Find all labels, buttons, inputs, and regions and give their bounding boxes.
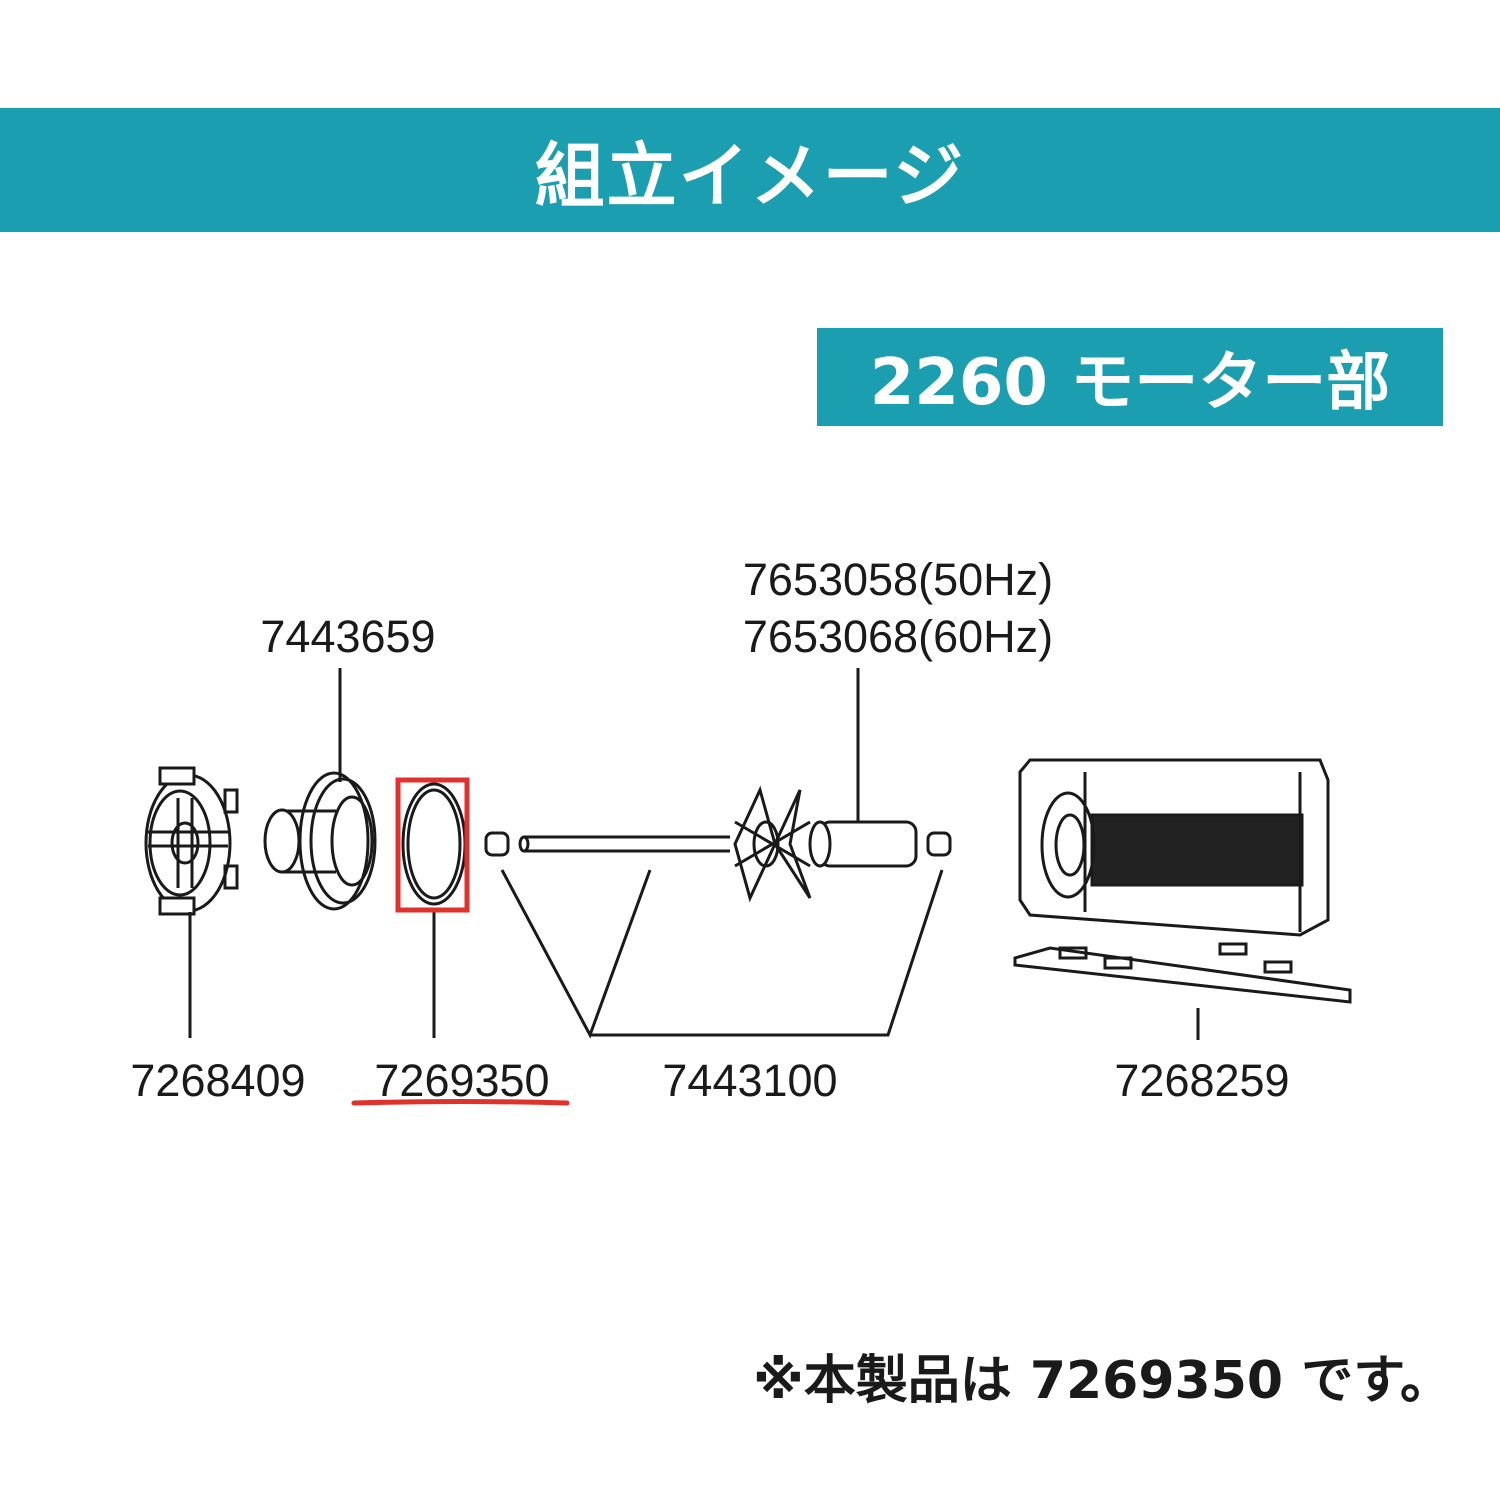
label-retainer: 7268409	[130, 1055, 305, 1106]
o-ring-drawing	[401, 782, 467, 906]
banner-title: 組立イメージ	[534, 134, 966, 217]
label-bearing-cap: 7443659	[260, 611, 435, 662]
section-label-text: 2260 モーター部	[869, 346, 1391, 420]
oring-highlight-box	[395, 777, 470, 913]
retainer-disc-drawing	[144, 766, 239, 916]
impeller-drawing	[733, 785, 918, 903]
bearing-cap-drawing	[263, 771, 377, 911]
label-shaft-set: 7443100	[662, 1055, 837, 1106]
label-impeller-50hz: 7653058(50Hz)	[743, 554, 1053, 605]
shaft-set-drawing	[484, 831, 952, 857]
label-impeller-60hz: 7653068(60Hz)	[743, 611, 1053, 662]
title-banner: 組立イメージ	[0, 108, 1500, 232]
product-footnote: ※本製品は 7269350 です。	[753, 1351, 1452, 1411]
leader-lines	[188, 668, 1200, 1040]
motor-housing-drawing	[1013, 758, 1352, 1004]
label-motor: 7268259	[1114, 1055, 1289, 1106]
section-label: 2260 モーター部	[817, 328, 1443, 426]
label-oring: 7269350	[374, 1055, 549, 1106]
oring-label-underline	[351, 1099, 570, 1106]
